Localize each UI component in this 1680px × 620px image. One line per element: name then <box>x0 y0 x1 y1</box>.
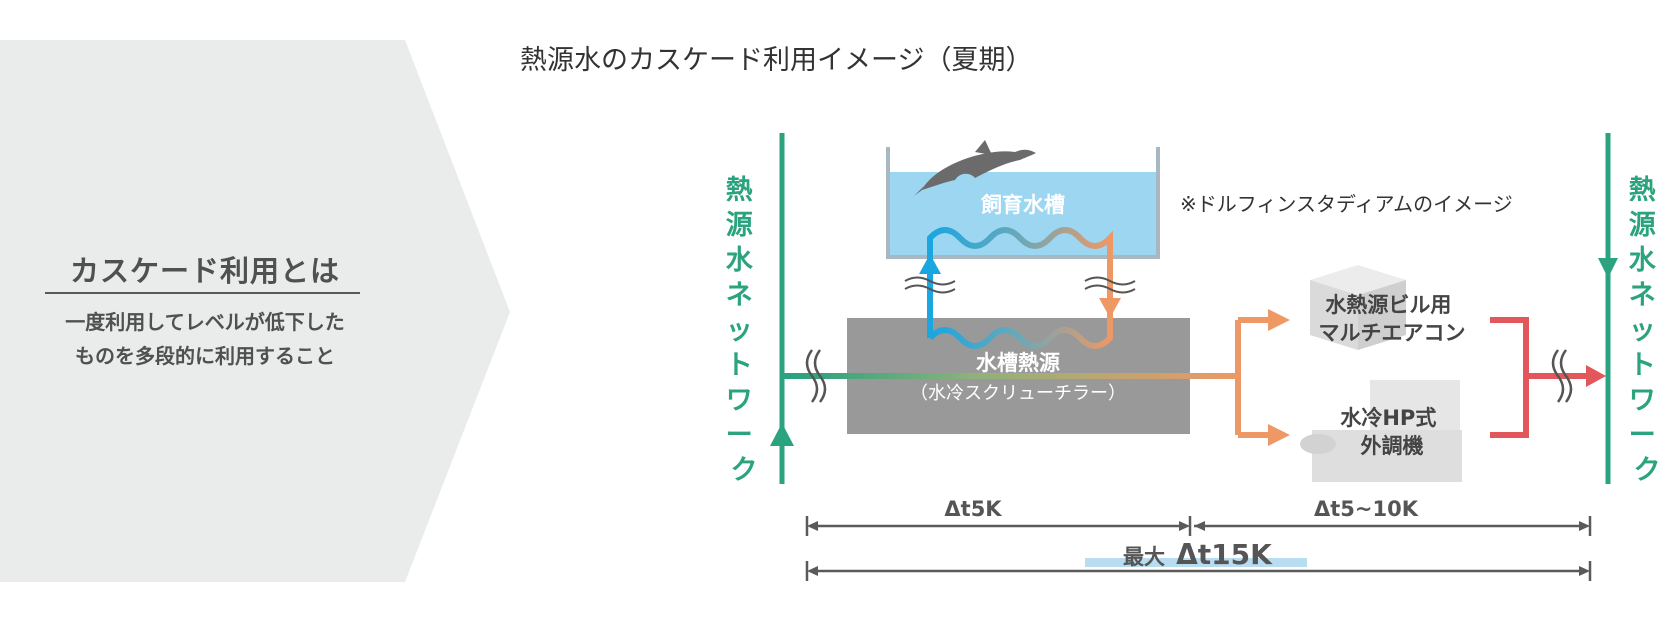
delta1-label: Δt5K <box>944 497 1002 521</box>
delta2-label: Δt5~10K <box>1314 497 1419 521</box>
total-label: 最大 Δt15K <box>1123 538 1273 571</box>
tank-label: 飼育水槽 <box>980 193 1065 217</box>
unit2-label: 水冷HP式 外調機 <box>1340 406 1443 458</box>
riser-break-left-icon <box>904 276 956 294</box>
pipe-break-icon <box>805 349 827 403</box>
return-break-icon <box>1551 349 1573 403</box>
measure-total <box>805 561 1592 581</box>
return-merge <box>1490 317 1529 438</box>
riser-arrow-down-icon <box>1099 298 1121 318</box>
right-arrow-down-icon <box>1598 258 1618 278</box>
return-arrow-right-icon <box>1586 365 1606 387</box>
chiller-coil <box>927 300 1113 349</box>
chiller-label: 水槽熱源 <box>976 351 1060 375</box>
side-heading: カスケード利用とは <box>69 254 340 288</box>
side-description-line-1: 一度利用してレベルが低下した <box>65 310 345 334</box>
dolphin-note: ※ドルフィンスタディアムのイメージ <box>1180 192 1513 216</box>
ac-unit-icon <box>1310 265 1406 350</box>
side-panel <box>0 40 510 582</box>
tank-coil <box>927 227 1113 338</box>
unit1-label: 水熱源ビル用 マルチエアコン <box>1319 293 1466 345</box>
side-description-line-2: ものを多段的に利用すること <box>75 344 335 368</box>
dolphin-icon <box>914 140 1036 196</box>
riser-arrow-up-icon <box>919 254 941 274</box>
side-divider <box>45 292 360 294</box>
riser-break-right-icon <box>1084 276 1136 294</box>
left-network-label: 熱 源 水 ネ ッ ト ワ ー ク <box>726 175 762 486</box>
measure-delta1 <box>805 516 1192 536</box>
air-handler-icon <box>1300 380 1462 482</box>
branch-lower-arrow-right-icon <box>1268 424 1290 446</box>
left-arrow-up-icon <box>770 423 794 446</box>
branch-upper-arrow-right-icon <box>1268 309 1290 331</box>
total-highlight <box>1085 558 1307 567</box>
diagram-title: 熱源水のカスケード利用イメージ（夏期） <box>520 45 1033 76</box>
side-description: 一度利用してレベルが低下した ものを多段的に利用すること <box>40 305 370 373</box>
chiller-sub-label: （水冷スクリューチラー） <box>910 383 1126 404</box>
side-panel-chevron <box>0 40 510 582</box>
measure-delta2 <box>1194 516 1592 536</box>
right-network-label: 熱 源 水 ネ ッ ト ワ ー ク <box>1629 175 1665 486</box>
